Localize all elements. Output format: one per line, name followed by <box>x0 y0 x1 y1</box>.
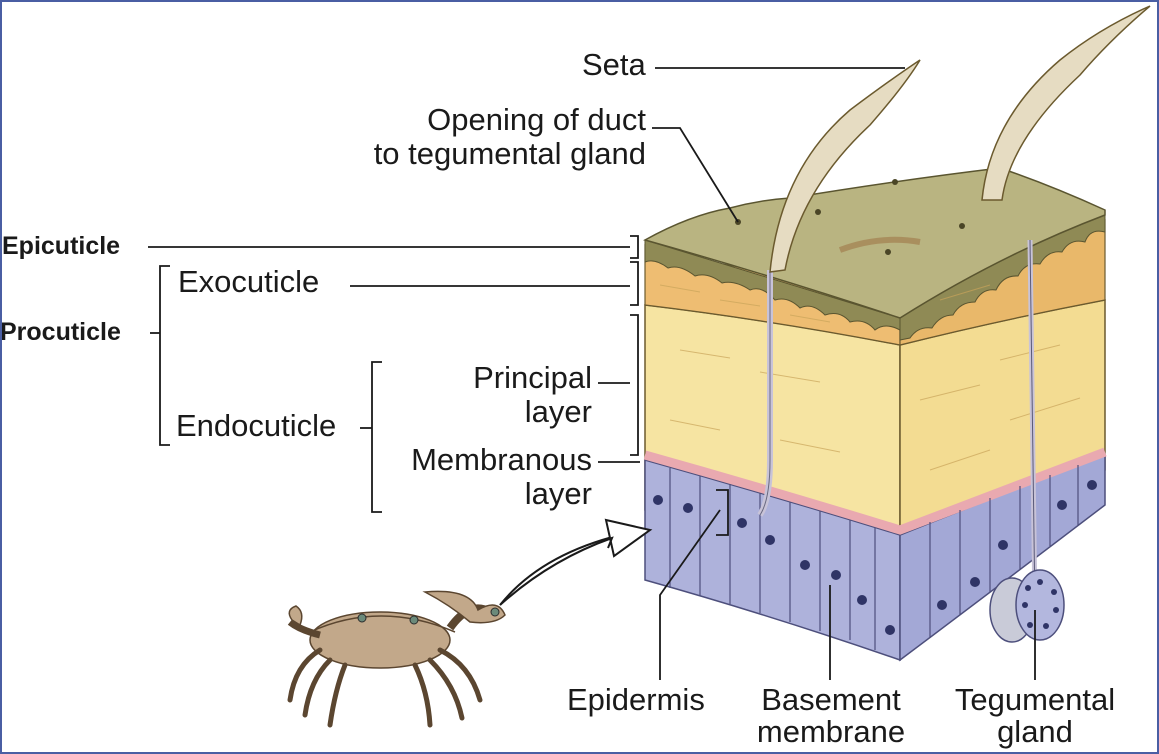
label-opening-line1: Opening of duct <box>427 102 646 137</box>
label-opening-line2: to tegumental gland <box>373 136 646 171</box>
label-membranous-line2: layer <box>524 476 592 511</box>
label-endocuticle: Endocuticle <box>176 408 337 443</box>
label-membranous-line1: Membranous <box>411 442 592 477</box>
label-epicuticle: Epicuticle <box>2 232 121 260</box>
tegumental-gland-shape <box>989 569 1065 643</box>
seta-hair-2 <box>981 5 1151 201</box>
epicuticle-wave-right <box>899 214 1106 341</box>
seta-hair-1 <box>769 59 921 273</box>
label-epidermis: Epidermis <box>567 682 705 717</box>
label-basement-line2: membrane <box>756 714 906 749</box>
label-principal-line2: layer <box>524 394 592 429</box>
label-procuticle: Procuticle <box>0 318 121 346</box>
cuticle-block-illustration <box>643 5 1151 662</box>
label-basement-line1: Basement <box>761 682 901 717</box>
label-seta: Seta <box>582 47 646 82</box>
label-tegumental-line1: Tegumental <box>954 682 1116 717</box>
label-exocuticle: Exocuticle <box>178 264 320 299</box>
label-tegumental-line2: gland <box>997 714 1073 749</box>
magnify-arrow <box>499 518 653 606</box>
label-principal-line1: Principal <box>473 360 592 395</box>
leader-lines <box>148 67 1036 680</box>
crab-illustration <box>287 590 506 728</box>
